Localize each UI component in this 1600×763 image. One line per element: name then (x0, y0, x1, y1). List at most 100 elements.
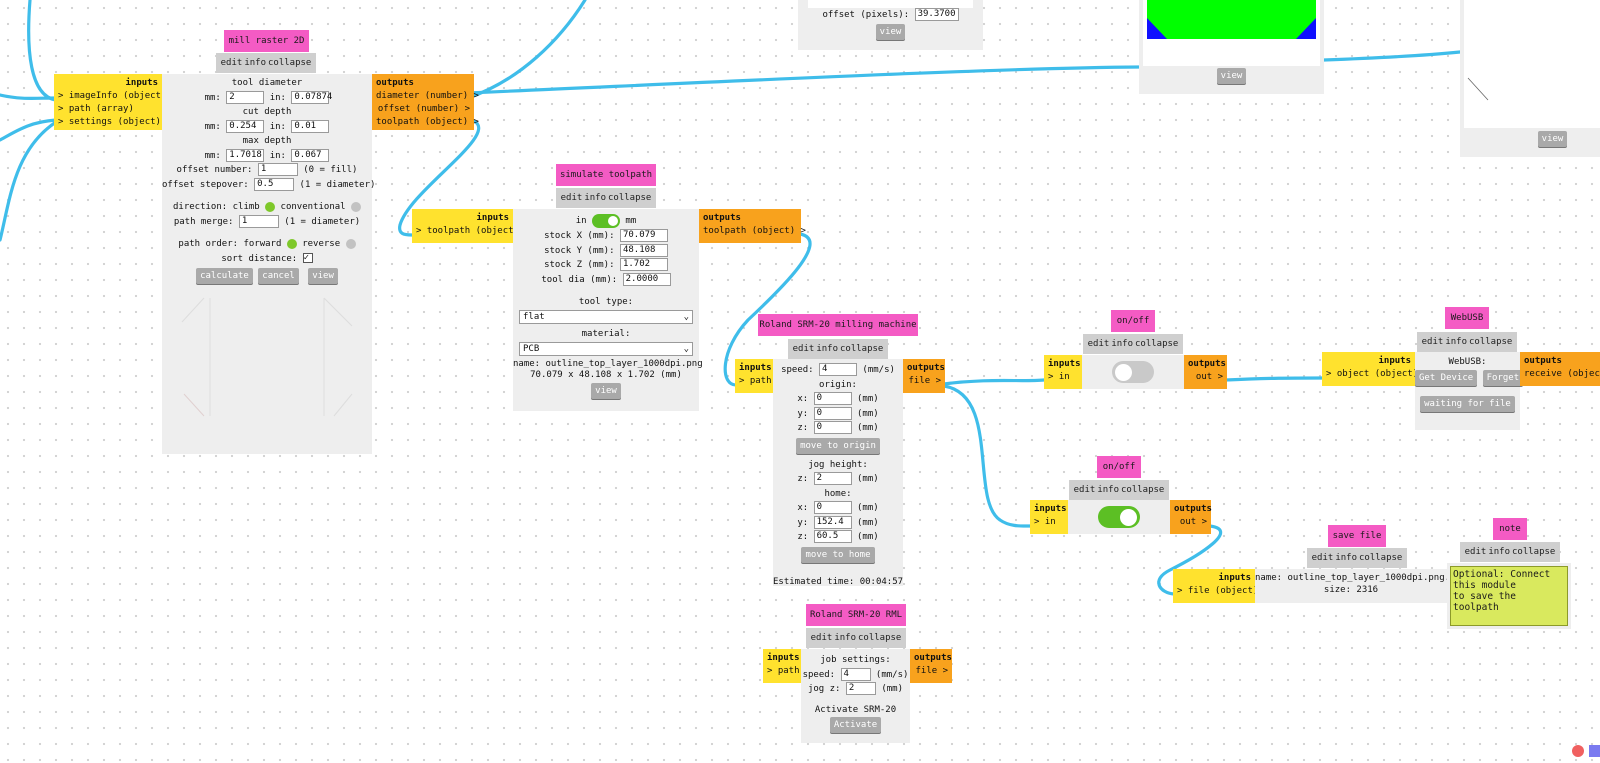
onoff2-edit-button[interactable]: edit (1073, 485, 1096, 495)
roland-info-button[interactable]: info (816, 344, 838, 354)
webusb-title[interactable]: WebUSB (1445, 307, 1489, 329)
cancel-button[interactable]: cancel (258, 268, 299, 284)
offset-number-input[interactable]: 1 (257, 163, 298, 176)
save-file-title[interactable]: save file (1328, 525, 1386, 547)
tool-type-select[interactable]: flat⌄ (519, 309, 693, 324)
note-collapse-button[interactable]: collapse (1512, 547, 1556, 557)
webusb-collapse-button[interactable]: collapse (1469, 337, 1513, 347)
onoff2-input-in[interactable]: > in (1034, 517, 1056, 527)
reverse-radio[interactable] (345, 238, 356, 249)
save-info-button[interactable]: info (1335, 553, 1357, 563)
home-z-input[interactable]: 60.5 (813, 530, 852, 543)
mill-collapse-button[interactable]: collapse (268, 58, 312, 68)
tool-diameter-mm-input[interactable]: 2 (226, 90, 265, 104)
max-depth-mm-input[interactable]: 1.7018 (226, 148, 265, 162)
origin-y-input[interactable]: 0 (813, 406, 852, 420)
roland-input-path[interactable]: > path (739, 376, 772, 386)
mill-view-button[interactable]: view (308, 268, 338, 284)
home-x-input[interactable]: 0 (813, 501, 852, 514)
mill-input-path[interactable]: > path (array) (58, 104, 134, 114)
offset-pixels-input[interactable]: 39.3700 (914, 8, 959, 21)
stock-z-input[interactable]: 1.702 (619, 258, 668, 271)
sim-input-toolpath[interactable]: > toolpath (object) (416, 226, 519, 236)
save-collapse-button[interactable]: collapse (1359, 553, 1403, 563)
onoff2-toggle[interactable] (1098, 506, 1140, 528)
onoff1-title[interactable]: on/off (1111, 310, 1155, 332)
onoff1-collapse-button[interactable]: collapse (1135, 339, 1179, 349)
roland-edit-button[interactable]: edit (792, 344, 815, 354)
roland-mill-title[interactable]: Roland SRM-20 milling machine (758, 314, 918, 336)
get-device-button[interactable]: Get Device (1415, 369, 1478, 386)
top-view-button[interactable]: view (875, 24, 906, 40)
rml-collapse-button[interactable]: collapse (858, 633, 902, 643)
units-toggle[interactable] (592, 213, 620, 228)
mill-output-diameter[interactable]: diameter (number) > (376, 91, 479, 101)
onoff1-output-out[interactable]: out > (1195, 372, 1223, 382)
onoff1-toggle[interactable] (1112, 361, 1154, 383)
roland-output-file[interactable]: file > (908, 376, 941, 386)
calculate-button[interactable]: calculate (196, 268, 253, 284)
cut-depth-in-input[interactable]: 0.01 (291, 119, 330, 133)
stock-y-input[interactable]: 48.108 (619, 243, 668, 257)
webusb-info-button[interactable]: info (1445, 337, 1467, 347)
note-edit-button[interactable]: edit (1464, 547, 1487, 557)
rml-edit-button[interactable]: edit (810, 633, 833, 643)
mill-input-settings[interactable]: > settings (object) (58, 117, 161, 127)
activate-button[interactable]: Activate (829, 717, 882, 733)
cut-depth-mm-input[interactable]: 0.254 (226, 119, 265, 133)
note-title[interactable]: note (1493, 518, 1527, 540)
onoff1-info-button[interactable]: info (1111, 339, 1133, 349)
sim-view-button[interactable]: view (591, 383, 621, 399)
jog-z-input[interactable]: 2 (813, 472, 852, 485)
stepover-input[interactable]: 0.5 (254, 177, 295, 191)
webusb-output-receive[interactable]: receive (object (1524, 369, 1600, 379)
sim-collapse-button[interactable]: collapse (608, 193, 652, 203)
mill-output-offset[interactable]: offset (number) > (377, 104, 470, 114)
origin-x-input[interactable]: 0 (813, 392, 852, 405)
note-textarea[interactable]: Optional: Connect this module to save th… (1450, 566, 1568, 626)
mill-raster-title[interactable]: mill raster 2D (224, 30, 309, 52)
conventional-radio[interactable] (351, 201, 361, 212)
sim-info-button[interactable]: info (584, 193, 606, 203)
rml-jog-input[interactable]: 2 (845, 682, 876, 695)
save-edit-button[interactable]: edit (1311, 553, 1334, 563)
onoff2-title[interactable]: on/off (1097, 456, 1141, 478)
forward-radio[interactable] (286, 238, 297, 249)
image-view-button[interactable]: view (1216, 68, 1247, 84)
move-to-home-button[interactable]: move to home (801, 546, 875, 563)
origin-z-input[interactable]: 0 (813, 421, 852, 434)
tool-dia-input[interactable]: 2.0000 (622, 272, 671, 286)
roland-rml-title[interactable]: Roland SRM-20 RML (806, 604, 906, 626)
tool-diameter-in-input[interactable]: 0.07874 (291, 90, 332, 104)
path-merge-input[interactable]: 1 (238, 214, 279, 228)
climb-radio[interactable] (265, 201, 276, 212)
forget-button[interactable]: Forget (1482, 369, 1524, 386)
webusb-input-object[interactable]: > object (object) (1326, 369, 1419, 379)
max-depth-in-input[interactable]: 0.067 (291, 148, 330, 162)
rml-speed-input[interactable]: 4 (840, 667, 871, 681)
onoff2-output-out[interactable]: out > (1179, 517, 1207, 527)
rml-input-path[interactable]: > path (767, 666, 800, 676)
mill-input-imageinfo[interactable]: > imageInfo (object) (58, 91, 167, 101)
mill-output-toolpath[interactable]: toolpath (object) > (376, 117, 479, 127)
home-y-input[interactable]: 152.4 (813, 515, 852, 529)
onoff1-input-in[interactable]: > in (1048, 372, 1070, 382)
simulate-toolpath-title[interactable]: simulate toolpath (556, 164, 656, 186)
waiting-for-file-button[interactable]: waiting for file (1420, 395, 1515, 412)
sim-edit-button[interactable]: edit (560, 193, 583, 203)
material-select[interactable]: PCB⌄ (519, 341, 693, 356)
onoff2-collapse-button[interactable]: collapse (1121, 485, 1165, 495)
right-view-button[interactable]: view (1537, 131, 1568, 147)
mill-edit-button[interactable]: edit (220, 58, 243, 68)
speed-input[interactable]: 4 (819, 363, 857, 376)
onoff2-info-button[interactable]: info (1097, 485, 1119, 495)
move-to-origin-button[interactable]: move to origin (796, 437, 880, 454)
webusb-edit-button[interactable]: edit (1421, 337, 1444, 347)
sort-distance-checkbox[interactable] (302, 251, 313, 266)
save-input-file[interactable]: > file (object) (1177, 586, 1259, 596)
roland-collapse-button[interactable]: collapse (840, 344, 884, 354)
rml-info-button[interactable]: info (834, 633, 856, 643)
rml-output-file[interactable]: file > (915, 666, 948, 676)
mill-info-button[interactable]: info (244, 58, 266, 68)
stock-x-input[interactable]: 70.079 (619, 229, 668, 242)
